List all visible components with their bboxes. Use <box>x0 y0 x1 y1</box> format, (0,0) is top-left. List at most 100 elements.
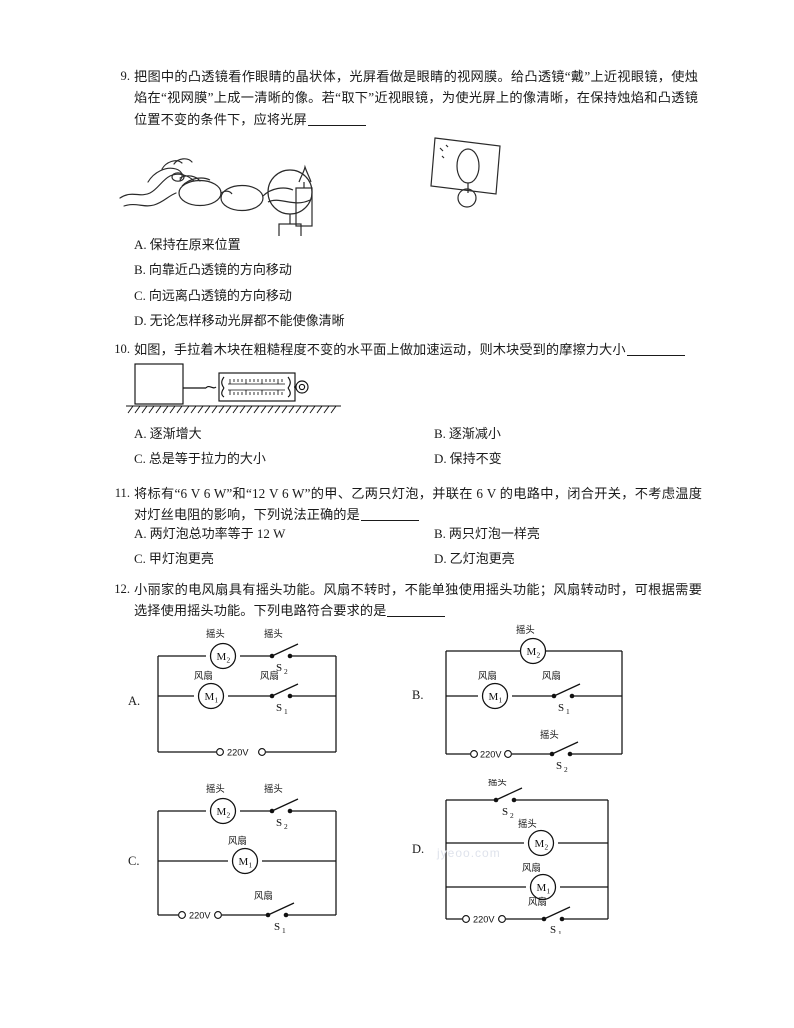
svg-text:1: 1 <box>282 926 286 934</box>
question-12-number: 12. <box>114 582 130 596</box>
question-12: 12. 小丽家的电风扇具有摇头功能。风扇不转时，不能单独使用摇头功能；风扇转动时… <box>108 579 702 622</box>
supply-label-b: 220V <box>480 750 502 760</box>
svg-text:M: M <box>527 646 537 658</box>
svg-text:M: M <box>239 856 249 868</box>
svg-text:2: 2 <box>537 651 541 660</box>
question-11-text: 将标有“6 V 6 W”和“12 V 6 W”的甲、乙两只灯泡，并联在 6 V … <box>134 483 702 526</box>
option-row[interactable]: D.无论怎样移动光屏都不能使像清晰 <box>134 308 724 333</box>
svg-text:1: 1 <box>284 707 288 716</box>
question-11-number: 11. <box>114 486 130 500</box>
answer-blank <box>387 616 446 618</box>
fan-switch-label-d: 风扇 <box>528 896 547 907</box>
question-11-body: 将标有“6 V 6 W”和“12 V 6 W”的甲、乙两只灯泡，并联在 6 V … <box>134 486 702 523</box>
svg-text:S: S <box>550 924 556 934</box>
question-10-text: 如图，手拉着木块在粗糙程度不变的水平面上做加速运动，则木块受到的摩擦力大小 <box>134 339 700 360</box>
option-row[interactable]: C.甲灯泡更亮 <box>134 546 434 571</box>
option-text: 向远离凸透镜的方向移动 <box>148 287 292 303</box>
fan-label-b: 风扇 <box>478 670 497 681</box>
shake-label-a: 摇头 <box>206 628 225 639</box>
option-text: 乙灯泡更亮 <box>449 551 515 567</box>
svg-text:1: 1 <box>249 861 253 870</box>
option-row[interactable]: D.乙灯泡更亮 <box>434 546 728 571</box>
option-label: D. <box>434 451 447 467</box>
option-text: 保持在原来位置 <box>149 237 241 252</box>
shake-label-c: 摇头 <box>206 783 225 794</box>
question-11-stem: 11. 将标有“6 V 6 W”和“12 V 6 W”的甲、乙两只灯泡，并联在 … <box>108 483 702 526</box>
svg-text:S: S <box>558 702 564 714</box>
svg-text:1: 1 <box>558 929 562 934</box>
question-9-figure <box>118 136 528 241</box>
option-text: 逐渐增大 <box>149 426 202 441</box>
option-row[interactable]: A.逐渐增大 <box>134 421 434 446</box>
svg-text:M: M <box>535 838 545 850</box>
shake-switch-label-a: 摇头 <box>264 628 283 639</box>
option-label: A. <box>134 237 147 252</box>
question-10: 10. 如图，手拉着木块在粗糙程度不变的水平面上做加速运动，则木块受到的摩擦力大… <box>108 339 700 360</box>
question-12-stem: 12. 小丽家的电风扇具有摇头功能。风扇不转时，不能单独使用摇头功能；风扇转动时… <box>108 579 702 622</box>
supply-label-d: 220V <box>473 915 495 925</box>
svg-text:S: S <box>276 702 282 714</box>
shake-label-b: 摇头 <box>516 624 535 635</box>
option-label: C. <box>134 551 146 567</box>
question-9-number: 9. <box>120 69 130 83</box>
svg-text:1: 1 <box>566 707 570 716</box>
svg-text:S: S <box>274 921 280 933</box>
option-label: A. <box>134 426 147 441</box>
svg-text:M: M <box>217 806 227 818</box>
option-label: C. <box>134 287 146 303</box>
answer-blank <box>307 124 366 126</box>
circuit-d-letter: D. <box>412 842 425 856</box>
fan-label-d: 风扇 <box>522 862 541 873</box>
svg-text:2: 2 <box>564 765 568 774</box>
answer-blank <box>626 355 685 356</box>
answer-blank <box>360 520 419 522</box>
svg-text:M: M <box>217 651 227 663</box>
question-11-options: A.两灯泡总功率等于 12 W B.两只灯泡一样亮 C.甲灯泡更亮 D.乙灯泡更… <box>134 521 728 572</box>
circuit-b-letter: B. <box>412 688 424 702</box>
option-row[interactable]: B.两只灯泡一样亮 <box>434 521 728 546</box>
svg-text:1: 1 <box>215 696 219 705</box>
option-text: 甲灯泡更亮 <box>148 551 214 567</box>
circuit-a-letter: A. <box>128 694 141 708</box>
svg-text:M: M <box>489 691 499 703</box>
svg-text:2: 2 <box>545 843 549 852</box>
svg-text:1: 1 <box>547 887 551 896</box>
option-label: B. <box>434 526 446 541</box>
shake-switch-label-d: 摇头 <box>488 779 507 787</box>
question-10-number: 10. <box>114 342 130 356</box>
question-9-options: A.保持在原来位置 B.向靠近凸透镜的方向移动 C.向远离凸透镜的方向移动 D.… <box>134 232 724 333</box>
svg-text:M: M <box>537 882 547 894</box>
option-text: 保持不变 <box>449 451 502 467</box>
fan-label-c: 风扇 <box>228 835 247 846</box>
fan-switch-label-a: 风扇 <box>260 670 279 681</box>
watermark: jyeoo.com <box>437 846 501 860</box>
option-row[interactable]: D.保持不变 <box>434 446 726 471</box>
question-12-text: 小丽家的电风扇具有摇头功能。风扇不转时，不能单独使用摇头功能；风扇转动时，可根据… <box>134 579 702 622</box>
svg-text:S: S <box>502 806 508 818</box>
option-row[interactable]: A.保持在原来位置 <box>134 232 724 257</box>
option-text: 向靠近凸透镜的方向移动 <box>148 262 292 278</box>
fan-label-a: 风扇 <box>194 670 213 681</box>
option-row[interactable]: B.逐渐减小 <box>434 421 726 446</box>
option-label: C. <box>134 451 146 467</box>
option-row[interactable]: C.总是等于拉力的大小 <box>134 446 434 471</box>
question-12-body: 小丽家的电风扇具有摇头功能。风扇不转时，不能单独使用摇头功能；风扇转动时，可根据… <box>134 582 702 619</box>
option-text: 无论怎样移动光屏都不能使像清晰 <box>149 313 345 329</box>
option-row[interactable]: C.向远离凸透镜的方向移动 <box>134 283 724 308</box>
question-9-stem: 9. 把图中的凸透镜看作眼睛的晶状体，光屏看做是眼睛的视网膜。给凸透镜“戴”上近… <box>108 66 698 130</box>
fan-switch-label-c: 风扇 <box>254 890 273 901</box>
question-9: 9. 把图中的凸透镜看作眼睛的晶状体，光屏看做是眼睛的视网膜。给凸透镜“戴”上近… <box>108 66 698 130</box>
question-10-body: 如图，手拉着木块在粗糙程度不变的水平面上做加速运动，则木块受到的摩擦力大小 <box>134 342 626 357</box>
option-row[interactable]: B.向靠近凸透镜的方向移动 <box>134 257 724 282</box>
option-label: A. <box>134 526 147 541</box>
question-11: 11. 将标有“6 V 6 W”和“12 V 6 W”的甲、乙两只灯泡，并联在 … <box>108 483 702 526</box>
option-label: D. <box>134 313 147 329</box>
option-label: D. <box>434 551 447 567</box>
option-row[interactable]: A.两灯泡总功率等于 12 W <box>134 521 434 546</box>
supply-label-a: 220V <box>227 748 249 758</box>
